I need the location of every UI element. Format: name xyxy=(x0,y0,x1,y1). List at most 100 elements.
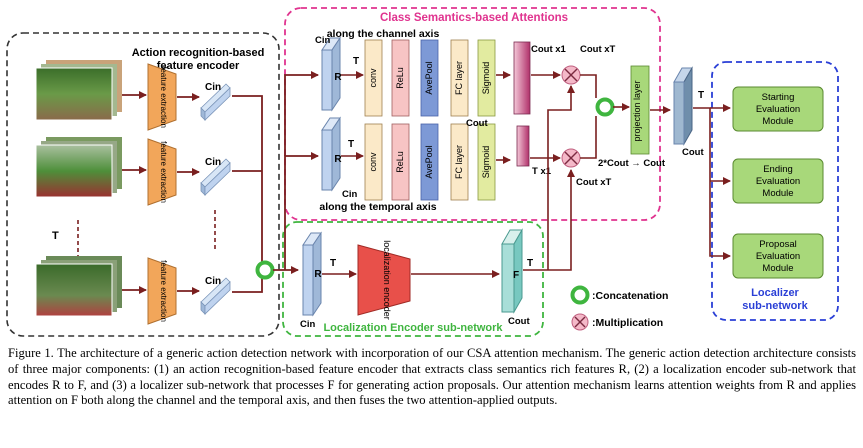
video-frames-1 xyxy=(35,60,122,121)
svg-text:Sigmoid: Sigmoid xyxy=(481,146,491,179)
T-label-temporal: T xyxy=(348,139,354,150)
T-label-channel: T xyxy=(353,56,359,67)
feature-vector-3 xyxy=(200,277,231,315)
svg-text:Module: Module xyxy=(762,263,793,274)
output-cout-block xyxy=(673,66,693,146)
localization-encoder-block xyxy=(357,244,411,316)
cin-label-1: Cin xyxy=(205,82,221,93)
svg-text:FC layer: FC layer xyxy=(454,61,464,95)
cout-fc-label: Cout xyxy=(466,118,488,129)
localization-encoder-label: localization encoder xyxy=(382,240,392,320)
svg-text:Ending: Ending xyxy=(763,164,793,175)
starting-evaluation-module: Starting Evaluation Module xyxy=(732,86,824,132)
svg-text:Proposal: Proposal xyxy=(759,239,797,250)
R-block-channel: R xyxy=(321,36,342,112)
cout-output-label: Cout xyxy=(682,147,704,158)
avepool-block xyxy=(420,123,439,201)
feature-extraction-label: feature extraction xyxy=(159,66,168,128)
temporal-axis-label: along the temporal axis xyxy=(319,201,436,213)
class-attention-title: Class Semantics-based Attentions xyxy=(380,12,568,24)
localization-encoder-title: Localization Encoder sub-network xyxy=(323,322,503,334)
legend-mult-label: :Multiplication xyxy=(592,317,663,329)
T-label-localization: T xyxy=(330,258,336,269)
projection-label: projection layer xyxy=(632,80,642,141)
channel-attention-weights xyxy=(513,41,531,115)
cin-localization-label: Cin xyxy=(300,319,316,330)
svg-text:ReLu: ReLu xyxy=(395,151,405,173)
svg-text:Starting: Starting xyxy=(762,92,795,103)
cout-F-label: Cout xyxy=(508,316,530,327)
conv-block xyxy=(364,39,383,117)
cout-x1-label: Cout x1 xyxy=(531,44,567,55)
ending-evaluation-module: Ending Evaluation Module xyxy=(732,158,824,204)
relu-block xyxy=(391,39,410,117)
figure-caption: Figure 1. The architecture of a generic … xyxy=(8,346,856,408)
projection-layer xyxy=(630,65,650,155)
multiply-node-channel xyxy=(561,65,581,85)
avepool-block xyxy=(420,39,439,117)
feature-extraction-1: feature extraction xyxy=(147,63,177,131)
cin-label-3: Cin xyxy=(205,276,221,287)
fc-block xyxy=(450,39,469,117)
frames-T-label: T xyxy=(52,230,59,242)
svg-text:Evaluation: Evaluation xyxy=(756,176,800,187)
R-label: R xyxy=(314,269,322,280)
feature-extraction-label: feature extraction xyxy=(159,141,168,203)
localizer-region xyxy=(711,61,839,321)
concat-node-attention xyxy=(595,97,615,117)
relu-block xyxy=(391,123,410,201)
proposal-evaluation-module: Proposal Evaluation Module xyxy=(732,233,824,279)
R-block-localization: R xyxy=(302,231,322,317)
localization-encoder-region xyxy=(282,221,544,337)
Tx1-label: T x1 xyxy=(532,166,552,177)
feature-extraction-2: feature extraction xyxy=(147,138,177,206)
R-block-temporal: R xyxy=(321,116,342,192)
svg-text:Sigmoid: Sigmoid xyxy=(481,62,491,95)
feature-extraction-3: feature extraction xyxy=(147,257,177,325)
video-frames-2 xyxy=(35,137,122,198)
svg-text:AvePool: AvePool xyxy=(424,61,434,94)
svg-text:conv: conv xyxy=(368,152,378,172)
T-output-label: T xyxy=(698,90,704,101)
sigmoid-block xyxy=(477,123,496,201)
feature-vector-2 xyxy=(200,158,231,196)
feature-vector-1 xyxy=(200,83,231,121)
F-block: F xyxy=(501,228,523,314)
T-F-label: T xyxy=(527,258,533,269)
legend-mult-icon xyxy=(571,313,589,331)
svg-text:ReLu: ReLu xyxy=(395,67,405,89)
svg-text:FC layer: FC layer xyxy=(454,145,464,179)
layer-row-channel: conv ReLu AvePool FC layer Sigmoid xyxy=(364,39,496,117)
svg-text:Module: Module xyxy=(762,116,793,127)
fc-block xyxy=(450,123,469,201)
feature-extraction-label: feature extraction xyxy=(159,260,168,322)
sigmoid-block xyxy=(477,39,496,117)
svg-text:Module: Module xyxy=(762,188,793,199)
projection-formula: 2*Cout → Cout xyxy=(598,158,666,169)
conv-block xyxy=(364,123,383,201)
action-encoder-title-1: Action recognition-based xyxy=(132,47,265,59)
localizer-title-1: Localizer xyxy=(751,287,799,299)
concat-node-encoder xyxy=(255,260,275,280)
legend-concat-label: :Concatenation xyxy=(592,290,668,302)
cin-label-2: Cin xyxy=(205,157,221,168)
action-encoder-region xyxy=(6,32,280,337)
localizer-title-2: sub-network xyxy=(742,300,808,312)
cout-xT-label-1: Cout xT xyxy=(580,44,616,55)
layer-row-temporal: conv ReLu AvePool FC layer Sigmoid xyxy=(364,123,496,201)
svg-text:Evaluation: Evaluation xyxy=(756,251,800,262)
svg-text:conv: conv xyxy=(368,68,378,88)
multiply-node-temporal xyxy=(561,148,581,168)
cout-xT-label-2: Cout xT xyxy=(576,177,612,188)
svg-text:AvePool: AvePool xyxy=(424,145,434,178)
temporal-attention-weights xyxy=(516,125,530,167)
F-label: F xyxy=(513,270,519,281)
cin-channel-label: Cin xyxy=(315,35,331,46)
legend-concat-icon xyxy=(570,285,590,305)
R-label: R xyxy=(334,72,342,83)
svg-text:Evaluation: Evaluation xyxy=(756,104,800,115)
channel-axis-label: along the channel axis xyxy=(327,28,440,40)
video-frames-3 xyxy=(35,256,122,317)
cin-temporal-label: Cin xyxy=(342,189,358,200)
